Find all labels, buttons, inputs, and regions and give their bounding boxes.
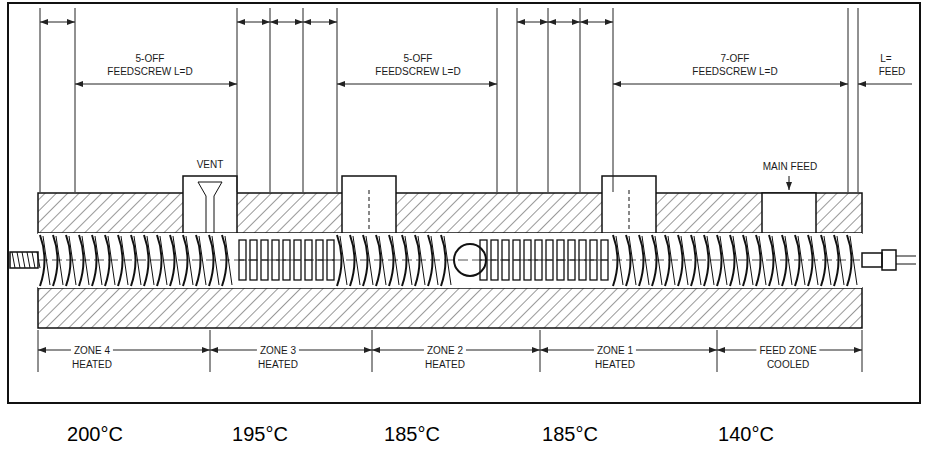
zone-label: ZONE 1 [594, 345, 636, 356]
frame [8, 3, 920, 403]
zone-label: COOLED [767, 359, 809, 370]
zone-label: ZONE 2 [424, 345, 466, 356]
zone-label: HEATED [425, 359, 465, 370]
temperature-label: 195°C [232, 423, 288, 445]
barrel [38, 176, 862, 328]
zone-label: HEATED [258, 359, 298, 370]
zone-label: HEATED [595, 359, 635, 370]
dimension-label: L= [880, 53, 891, 64]
temperature-label: 185°C [384, 423, 440, 445]
port-label: MAIN FEED [763, 161, 817, 172]
port-label: VENT [197, 159, 224, 170]
zone-label: ZONE 4 [71, 345, 113, 356]
count-note: 5-OFF [136, 53, 165, 64]
screw-note: FEEDSCREW L=D [375, 66, 460, 77]
temperature-label: 200°C [67, 423, 123, 445]
count-note: 5-OFF [404, 53, 433, 64]
screw-note: FEEDSCREW L=D [692, 66, 777, 77]
screw-note: FEEDSCREW L=D [107, 66, 192, 77]
temperature-label: 140°C [718, 423, 774, 445]
twin-screw [10, 233, 916, 288]
zone-label: FEED ZONE [756, 345, 819, 356]
dimension-label: FEED [879, 66, 906, 77]
temperature-label: 185°C [542, 423, 598, 445]
zone-label: ZONE 3 [257, 345, 299, 356]
zone-label: HEATED [72, 359, 112, 370]
dimension-lines [38, 8, 912, 372]
count-note: 7-OFF [721, 53, 750, 64]
